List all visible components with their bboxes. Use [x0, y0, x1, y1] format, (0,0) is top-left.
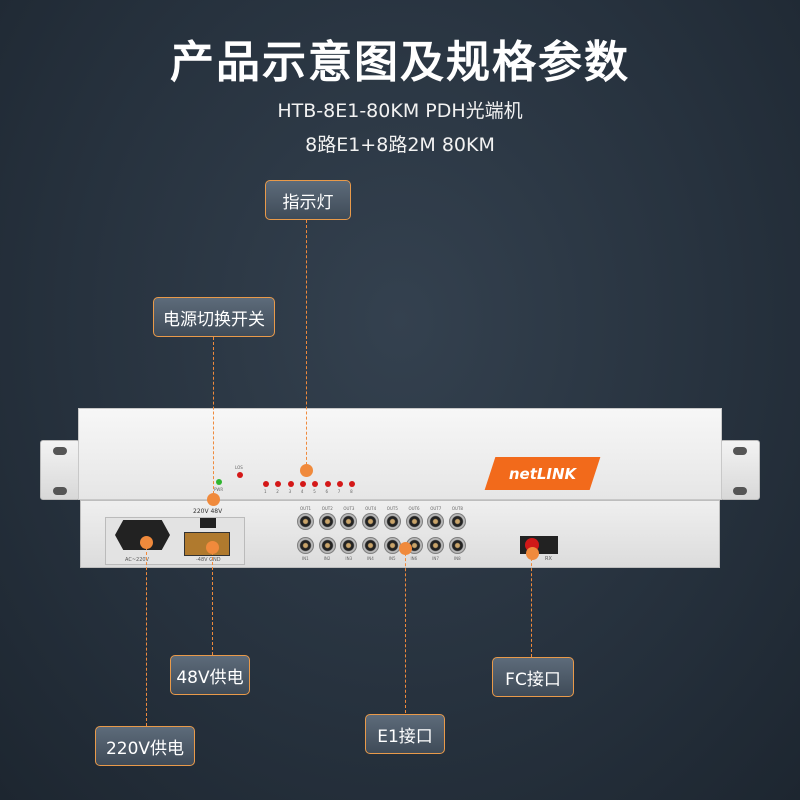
e1-out-port[interactable]	[340, 513, 358, 530]
callout-indicator: 指示灯	[265, 180, 351, 220]
channel-led-label: 4	[300, 489, 304, 494]
channel-led	[263, 481, 269, 487]
out-port-label: OUT7	[430, 506, 442, 511]
e1-out-port[interactable]	[427, 513, 445, 530]
channel-led-label: 1	[264, 489, 267, 494]
channel-led	[287, 481, 294, 487]
ac-label: AC~220V	[125, 557, 149, 563]
rack-ear-right	[720, 440, 760, 500]
out-port-label: OUT8	[451, 506, 463, 511]
channel-led	[312, 481, 319, 487]
out-port-label: OUT3	[343, 506, 355, 511]
in-port-label: IN5	[388, 556, 396, 561]
e1-in-port[interactable]	[362, 537, 380, 554]
48v-marker	[206, 541, 219, 554]
pwr-label: PWR	[214, 487, 224, 492]
in-port-label: IN1	[302, 556, 309, 561]
indicator-leader-line	[306, 220, 307, 470]
los-label: LOS	[235, 465, 243, 470]
brand-logo: netLINK	[484, 457, 601, 490]
220v-leader-line	[146, 542, 147, 726]
power-switch[interactable]	[200, 518, 216, 528]
e1-in-port[interactable]	[297, 537, 314, 554]
pwr-led	[216, 479, 222, 485]
switch-label: 220V 48V	[193, 508, 223, 515]
out-port-label: OUT5	[386, 506, 398, 511]
e1-in-port[interactable]	[448, 537, 466, 554]
in-port-label: IN8	[453, 556, 461, 561]
220v-marker	[140, 536, 153, 549]
fc-leader-line	[531, 553, 532, 657]
channel-led	[275, 481, 282, 487]
48v-leader-line	[212, 547, 213, 655]
product-spec: 8路E1+8路2M 80KM	[305, 134, 495, 156]
callout-48v: 48V供电	[170, 655, 250, 695]
in-port-label: IN7	[432, 556, 439, 561]
e1-leader-line	[405, 548, 406, 713]
e1-out-port[interactable]	[405, 513, 423, 530]
channel-led	[349, 481, 356, 487]
los-led	[237, 472, 243, 478]
product-model: HTB-8E1-80KM PDH光端机	[277, 100, 523, 122]
in-port-label: IN2	[323, 556, 331, 561]
out-port-label: OUT1	[300, 506, 312, 511]
e1-out-port[interactable]	[362, 513, 380, 530]
fc-marker	[526, 547, 539, 560]
in-port-label: IN4	[367, 556, 374, 561]
channel-led-label: 7	[337, 489, 341, 494]
channel-led-label: 2	[276, 489, 279, 494]
channel-led-label: 6	[325, 489, 329, 494]
switch-marker	[207, 493, 220, 506]
channel-led	[336, 481, 343, 487]
channel-led-label: 3	[288, 489, 292, 494]
dc-label: -48V GND	[196, 557, 221, 563]
page-title: 产品示意图及规格参数	[170, 37, 630, 88]
rx-label: RX	[545, 556, 552, 562]
callout-e1: E1接口	[365, 714, 445, 754]
e1-out-port[interactable]	[297, 513, 314, 530]
channel-led-label: 8	[350, 489, 353, 494]
device-chassis	[78, 408, 722, 500]
out-port-label: OUT6	[408, 506, 420, 511]
callout-power-switch: 电源切换开关	[153, 297, 275, 337]
callout-220v: 220V供电	[95, 726, 195, 766]
channel-led	[299, 481, 306, 487]
callout-fc: FC接口	[492, 657, 574, 697]
e1-out-port[interactable]	[448, 513, 466, 530]
switch-leader-line	[213, 337, 214, 499]
indicator-marker	[300, 464, 313, 477]
e1-out-port[interactable]	[383, 513, 401, 530]
channel-led-label: 5	[313, 489, 316, 494]
e1-in-port[interactable]	[340, 537, 358, 554]
in-port-label: IN6	[410, 556, 418, 561]
e1-out-port[interactable]	[318, 513, 336, 530]
in-port-label: IN3	[345, 556, 353, 561]
e1-in-port[interactable]	[427, 537, 445, 554]
e1-in-port[interactable]	[318, 537, 336, 554]
e1-in-port[interactable]	[383, 537, 401, 554]
out-port-label: OUT2	[321, 506, 333, 511]
channel-led	[324, 481, 331, 487]
out-port-label: OUT4	[365, 506, 377, 511]
rack-ear-left	[40, 440, 80, 500]
e1-marker	[399, 542, 412, 555]
